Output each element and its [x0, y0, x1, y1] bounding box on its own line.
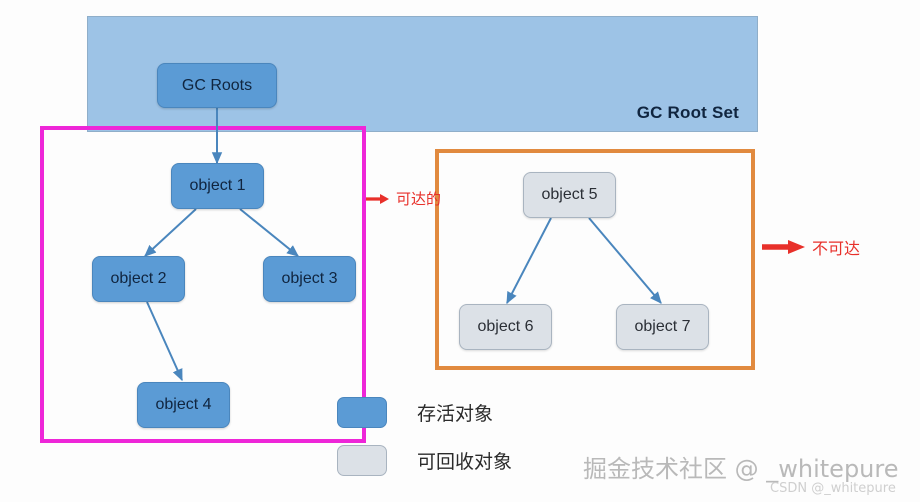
node-label: object 5: [541, 186, 598, 203]
watermark-primary: 掘金技术社区 @ _whitepure: [583, 455, 899, 483]
node-object-2[interactable]: object 2: [92, 256, 185, 302]
node-label: object 6: [477, 318, 534, 335]
node-label: object 4: [155, 396, 212, 413]
legend-label: 可回收对象: [417, 451, 513, 473]
node-object-4[interactable]: object 4: [137, 382, 230, 428]
right-arrow-icon: [366, 193, 389, 204]
watermark-secondary: CSDN @_whitepure: [770, 481, 896, 496]
node-object-1[interactable]: object 1: [171, 163, 264, 209]
node-label: object 7: [634, 318, 691, 335]
node-label: object 1: [189, 177, 246, 194]
legend-label: 存活对象: [417, 403, 494, 425]
annotation-label: 可达的: [396, 191, 442, 208]
legend-item-garbage: 可回收对象: [337, 445, 512, 476]
annotation-unreachable: 不可达: [762, 235, 860, 259]
legend-swatch-live: [337, 397, 387, 428]
node-object-7[interactable]: object 7: [616, 304, 709, 350]
legend-item-live: 存活对象: [337, 397, 493, 428]
right-arrow-icon: [762, 240, 805, 254]
node-object-6[interactable]: object 6: [459, 304, 552, 350]
node-gc-roots[interactable]: GC Roots: [157, 63, 277, 108]
node-label: object 3: [281, 270, 338, 287]
reachable-region-outline: [40, 126, 366, 443]
annotation-label: 不可达: [812, 241, 861, 258]
unreachable-region-outline: [435, 149, 755, 370]
annotation-reachable: 可达的: [366, 188, 441, 209]
node-label: GC Roots: [181, 76, 253, 94]
node-label: object 2: [110, 270, 167, 287]
legend-swatch-garbage: [337, 445, 387, 476]
node-object-3[interactable]: object 3: [263, 256, 356, 302]
gc-root-set-label: GC Root Set: [636, 103, 739, 122]
node-object-5[interactable]: object 5: [523, 172, 616, 218]
